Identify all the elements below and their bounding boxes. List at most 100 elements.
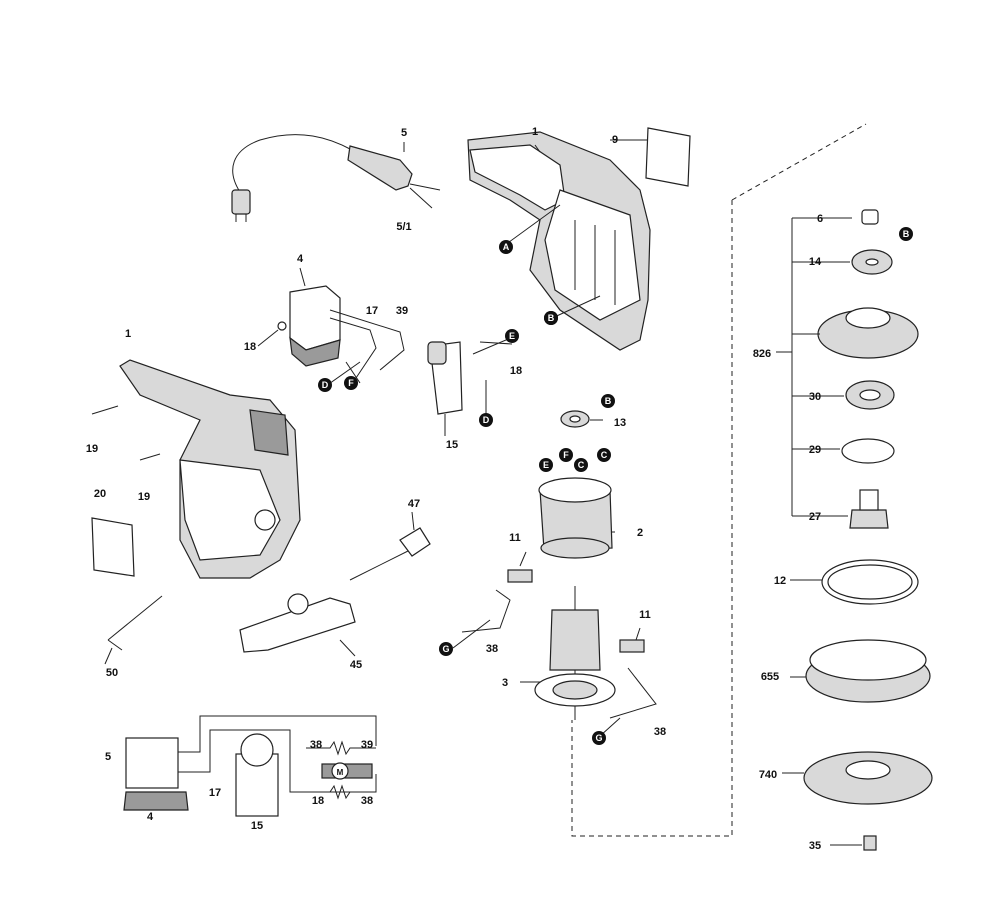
svg-text:E: E [543, 460, 549, 470]
callout-letter-c: C [574, 458, 588, 472]
schematic-label: 4 [147, 811, 154, 823]
motor-label: M [337, 768, 344, 777]
callout-letters: ABABCDDEEFGCFGB [318, 227, 913, 745]
part-leaders [104, 139, 648, 683]
handle-bolt-knob [399, 527, 431, 557]
carbon-brush-lower [619, 639, 645, 653]
pad-assembly [803, 209, 933, 851]
brush-lead-lower [609, 667, 657, 719]
svg-text:B: B [548, 313, 555, 323]
carbon-brush-upper [507, 569, 533, 583]
part-number-label: 29 [809, 444, 821, 456]
schematic-cord [125, 737, 179, 789]
callout-letter-g: G [439, 642, 453, 656]
callout-letter-e: E [539, 458, 553, 472]
part-number-label: 35 [809, 840, 821, 852]
part-number-label: 19 [86, 443, 98, 455]
part-number-label: 6 [817, 213, 823, 225]
part-number-label: 38 [486, 643, 498, 655]
schematic-label: 15 [251, 820, 263, 832]
schematic-label: 5 [105, 751, 111, 763]
callout-letter-b: B [899, 227, 913, 241]
part-number-label: 3 [502, 677, 508, 689]
brush-lead-upper [461, 589, 511, 633]
handle-bolt [349, 549, 411, 581]
pad-leaders [776, 217, 852, 517]
part-number-label: 655 [761, 671, 779, 683]
svg-text:F: F [563, 450, 569, 460]
part-number-label: 38 [654, 726, 666, 738]
callout-leaders [325, 204, 621, 737]
callout-letter-a: A [499, 240, 513, 254]
svg-text:C: C [601, 450, 608, 460]
schematic-label: 38 [361, 795, 373, 807]
callout-letter-f: F [344, 376, 358, 390]
svg-text:D: D [483, 415, 490, 425]
switch [277, 285, 341, 367]
svg-text:G: G [595, 733, 602, 743]
auxiliary-handle [239, 593, 356, 653]
part-number-label: 15 [446, 439, 458, 451]
part-number-label: 826 [753, 348, 771, 360]
svg-text:B: B [903, 229, 910, 239]
part-number-label: 30 [809, 391, 821, 403]
part-number-label: 11 [639, 609, 651, 621]
housing-half-lower [119, 359, 301, 579]
part-number-label: 11 [509, 532, 521, 544]
assembly-boundary [571, 123, 867, 837]
screw-19-lower [139, 453, 161, 461]
svg-text:B: B [605, 396, 612, 406]
schematic-label: 18 [312, 795, 324, 807]
svg-text:E: E [509, 331, 515, 341]
callout-letter-b: B [601, 394, 615, 408]
svg-text:D: D [322, 380, 329, 390]
wiring-schematic [123, 715, 377, 817]
armature [534, 586, 616, 720]
power-cord [231, 134, 441, 222]
callout-letter-e: E [505, 329, 519, 343]
part-number-label: 5 [401, 127, 407, 139]
callout-letter-b: B [544, 311, 558, 325]
part-number-label: 18 [244, 341, 256, 353]
brush-holder-cap [427, 341, 447, 365]
part-number-label: 47 [408, 498, 420, 510]
part-number-label: 19 [138, 491, 150, 503]
callout-letter-d: D [318, 378, 332, 392]
part-number-label: 17 [366, 305, 378, 317]
part-number-label: 2 [637, 527, 643, 539]
schematic-switch [123, 791, 189, 811]
part-number-label: 18 [510, 365, 522, 377]
part-number-label: 1 [532, 126, 538, 138]
pad-leaders-lower [782, 579, 862, 846]
part-number-label: 20 [94, 488, 106, 500]
schematic-label: 17 [209, 787, 221, 799]
part-number-label: 50 [106, 667, 118, 679]
callout-letter-c: C [597, 448, 611, 462]
part-number-label: 45 [350, 659, 362, 671]
svg-text:A: A [503, 242, 510, 252]
part-number-label: 5/1 [396, 221, 411, 233]
svg-text:G: G [442, 644, 449, 654]
part-number-label: 12 [774, 575, 786, 587]
hex-key [107, 595, 163, 651]
part-number-label: 27 [809, 511, 821, 523]
stator [538, 477, 613, 559]
part-number-label: 740 [759, 769, 777, 781]
part-number-label: 14 [809, 256, 822, 268]
schematic-label: 38 [310, 739, 322, 751]
screw-19-upper [91, 405, 119, 415]
name-plate [91, 517, 135, 577]
housing-half-upper [467, 131, 651, 351]
schematic-label: 39 [361, 739, 373, 751]
svg-text:C: C [578, 460, 585, 470]
callout-letter-g: G [592, 731, 606, 745]
schematic-motor-symbol [331, 762, 349, 780]
label-plate [645, 127, 691, 187]
callout-letter-d: D [479, 413, 493, 427]
part-number-label: 1 [125, 328, 131, 340]
callout-letter-f: F [559, 448, 573, 462]
switch-leads [329, 309, 405, 379]
